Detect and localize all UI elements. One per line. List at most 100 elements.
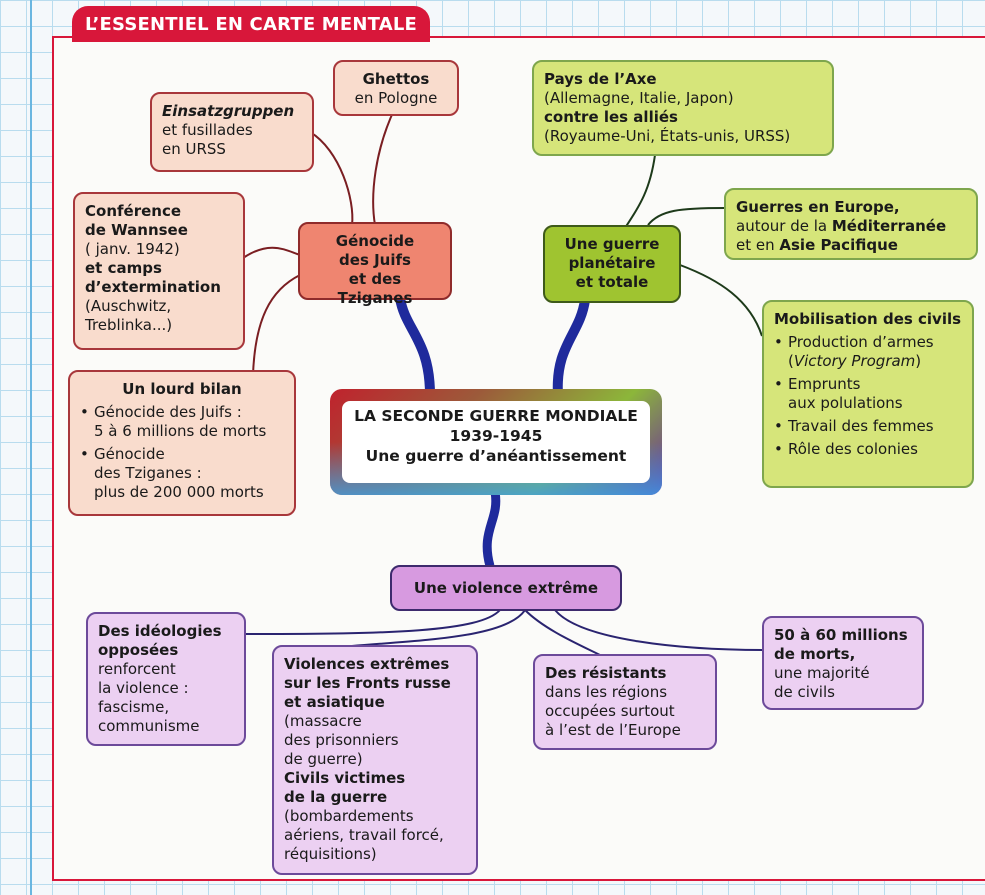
link-morts xyxy=(554,609,766,651)
link-ghettos xyxy=(372,107,396,226)
vf-line-5: aériens, travail forcé, xyxy=(284,826,444,844)
fronts-line-2b: Méditerranée xyxy=(831,217,947,235)
einsatz-title: Einsatzgruppen xyxy=(162,102,295,120)
wannsee-date: ( janv. 1942) xyxy=(85,240,180,258)
vf-bold-1: Violences extrêmes xyxy=(284,655,450,673)
bilan-item: Génocide des Tziganes : plus de 200 000 … xyxy=(80,445,284,502)
vf-line-2: des prisonniers xyxy=(284,731,399,749)
mobilisation-item-1-pre: ( xyxy=(788,352,794,370)
bilan-item-2-line-2: des Tziganes : xyxy=(94,464,202,482)
fronts-line-3b: Asie Pacifique xyxy=(779,236,898,254)
vf-line-4: (bombardements xyxy=(284,807,414,825)
vf-line-3: de guerre) xyxy=(284,750,363,768)
fronts-line-1: Guerres en Europe, xyxy=(736,198,900,216)
resistants-line-1: dans les régions xyxy=(545,683,668,701)
wannsee-bold-3: et camps xyxy=(85,259,162,277)
mobilisation-item-1-post: ) xyxy=(915,352,922,370)
wannsee-line-2: Treblinka...) xyxy=(85,316,173,334)
node-guerre: Une guerre planétaire et totale xyxy=(543,225,681,303)
ideologies-line-1: renforcent xyxy=(98,660,176,678)
central-subtitle: Une guerre d’anéantissement xyxy=(365,447,627,465)
link-axe xyxy=(624,154,656,229)
wannsee-bold-2: de Wannsee xyxy=(85,221,188,239)
morts-bold-1: 50 à 60 millions xyxy=(774,626,908,644)
genocide-title-2: des Juifs xyxy=(339,251,411,269)
central-years: 1939-1945 xyxy=(449,427,543,445)
mobilisation-item-2-sub: aux polulations xyxy=(788,394,903,412)
ideologies-line-3: fascisme, xyxy=(98,698,170,716)
wannsee-bold-1: Conférence xyxy=(85,202,182,220)
node-axe: Pays de l’Axe (Allemagne, Italie, Japon)… xyxy=(532,60,834,156)
node-genocide: Génocide des Juifs et des Tziganes xyxy=(298,222,452,307)
morts-line-2: de civils xyxy=(774,683,835,701)
node-wannsee: Conférence de Wannsee ( janv. 1942) et c… xyxy=(73,192,245,350)
central-node-content: LA SECONDE GUERRE MONDIALE 1939-1945 Une… xyxy=(342,401,650,483)
node-einsatzgruppen: Einsatzgruppen et fusillades en URSS xyxy=(150,92,314,172)
mobilisation-item: Travail des femmes xyxy=(774,417,962,436)
vf-bold-2: sur les Fronts russe xyxy=(284,674,451,692)
axe-bold-2: contre les alliés xyxy=(544,108,678,126)
node-ideologies: Des idéologies opposées renforcent la vi… xyxy=(86,612,246,746)
genocide-title-3: et des Tziganes xyxy=(337,270,413,307)
mobilisation-item-2: Emprunts xyxy=(788,375,861,393)
ideologies-bold-2: opposées xyxy=(98,641,179,659)
bilan-item-1-line-2: 5 à 6 millions de morts xyxy=(94,422,267,440)
ideologies-line-4: communisme xyxy=(98,717,200,735)
link-ideologies xyxy=(244,609,501,635)
fronts-line-2a: autour de la xyxy=(736,217,832,235)
bilan-list: Génocide des Juifs : 5 à 6 millions de m… xyxy=(80,403,284,502)
wannsee-line-1: (Auschwitz, xyxy=(85,297,172,315)
mobilisation-item-3: Travail des femmes xyxy=(788,417,934,435)
morts-bold-2: de morts, xyxy=(774,645,856,663)
guerre-title-3: et totale xyxy=(575,273,649,291)
wannsee-bold-4: d’extermination xyxy=(85,278,221,296)
vf-bold-4: Civils victimes xyxy=(284,769,406,787)
node-violences-fronts: Violences extrêmes sur les Fronts russe … xyxy=(272,645,478,875)
mobilisation-item: Rôle des colonies xyxy=(774,440,962,459)
axe-bold-1: Pays de l’Axe xyxy=(544,70,657,88)
bilan-item-2-line-1: Génocide xyxy=(94,445,165,463)
bilan-item: Génocide des Juifs : 5 à 6 millions de m… xyxy=(80,403,284,441)
genocide-title-1: Génocide xyxy=(335,232,415,250)
bilan-title: Un lourd bilan xyxy=(122,380,242,398)
node-fronts-guerre: Guerres en Europe, autour de la Méditerr… xyxy=(724,188,978,260)
node-morts: 50 à 60 millions de morts, une majorité … xyxy=(762,616,924,710)
node-mobilisation: Mobilisation des civils Production d’arm… xyxy=(762,300,974,488)
mobilisation-list: Production d’armes (Victory Program) Emp… xyxy=(774,333,962,459)
ghettos-line-2: en Pologne xyxy=(354,89,438,107)
vf-line-6: réquisitions) xyxy=(284,845,377,863)
trunk-genocide xyxy=(395,297,435,396)
einsatz-line-1: et fusillades xyxy=(162,121,253,139)
bilan-item-1-line-1: Génocide des Juifs : xyxy=(94,403,242,421)
mobilisation-item: Emprunts aux polulations xyxy=(774,375,962,413)
vf-line-1: (massacre xyxy=(284,712,362,730)
notebook-margin-line xyxy=(30,0,32,895)
link-mobilisation xyxy=(679,264,763,337)
link-einsatz xyxy=(309,131,354,226)
resistants-line-3: à l’est de l’Europe xyxy=(545,721,681,739)
morts-line-1: une majorité xyxy=(774,664,870,682)
trunk-guerre xyxy=(552,299,590,396)
central-title: LA SECONDE GUERRE MONDIALE xyxy=(354,407,638,425)
resistants-bold: Des résistants xyxy=(545,664,667,682)
node-resistants: Des résistants dans les régions occupées… xyxy=(533,654,717,750)
link-fronts xyxy=(647,207,726,226)
central-node: LA SECONDE GUERRE MONDIALE 1939-1945 Une… xyxy=(330,389,662,495)
violence-title: Une violence extrême xyxy=(413,579,599,597)
axe-line-2: (Royaume-Uni, États-unis, URSS) xyxy=(544,127,791,145)
resistants-line-2: occupées surtout xyxy=(545,702,675,720)
vf-bold-5: de la guerre xyxy=(284,788,388,806)
mobilisation-title: Mobilisation des civils xyxy=(774,310,962,328)
axe-line-1: (Allemagne, Italie, Japon) xyxy=(544,89,734,107)
mobilisation-item-4: Rôle des colonies xyxy=(788,440,918,458)
ideologies-bold-1: Des idéologies xyxy=(98,622,222,640)
node-ghettos: Ghettos en Pologne xyxy=(333,60,459,116)
bilan-item-2-line-3: plus de 200 000 morts xyxy=(94,483,264,501)
einsatz-line-2: en URSS xyxy=(162,140,226,158)
vf-bold-3: et asiatique xyxy=(284,693,385,711)
guerre-title-1: Une guerre xyxy=(564,235,660,253)
mobilisation-item-1: Production d’armes xyxy=(788,333,934,351)
mobilisation-item: Production d’armes (Victory Program) xyxy=(774,333,962,371)
guerre-title-2: planétaire xyxy=(568,254,656,272)
